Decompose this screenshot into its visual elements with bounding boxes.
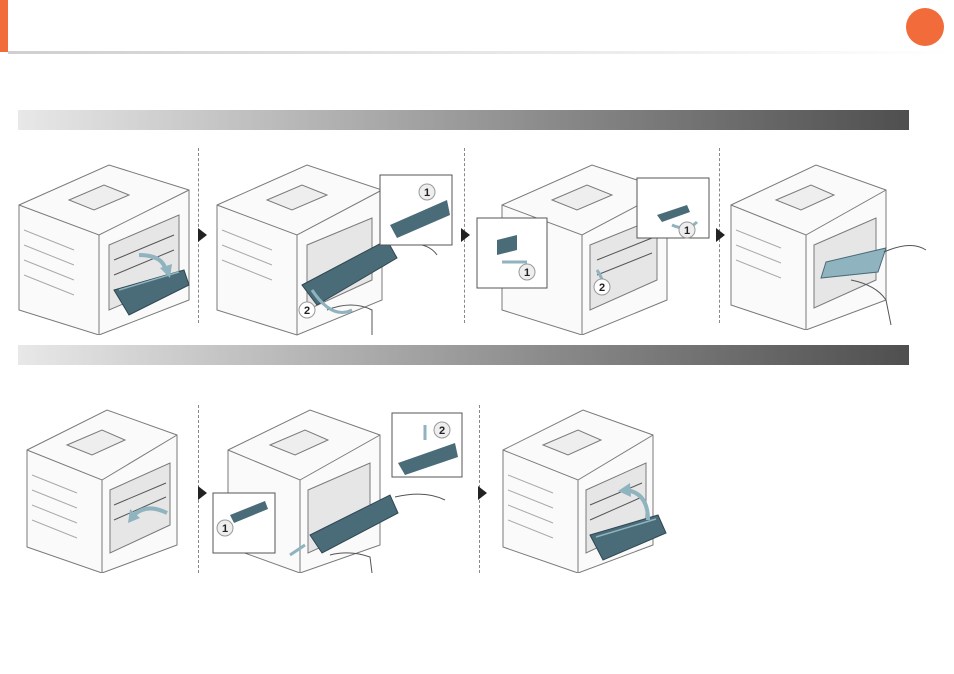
step-illustration-insert-guide xyxy=(22,405,182,573)
callout-number: 1 xyxy=(222,523,228,535)
header-accent-bar xyxy=(0,0,8,52)
printer-release-levers-illustration: 1 1 2 xyxy=(472,160,714,335)
printer-pull-paper-illustration xyxy=(726,160,931,330)
callout-number: 2 xyxy=(304,305,310,317)
callout-number: 1 xyxy=(424,187,430,199)
printer-insert-guide-illustration xyxy=(22,405,182,573)
callout-number: 1 xyxy=(684,225,690,237)
step-illustration-release-levers: 1 1 2 xyxy=(472,160,714,335)
callout-number: 1 xyxy=(524,267,530,279)
step-illustration-close-rear-cover xyxy=(498,405,668,573)
step-illustration-open-rear-cover xyxy=(14,160,194,335)
section-header-bar-2 xyxy=(18,345,909,365)
section-header-bar-1 xyxy=(18,110,909,130)
orange-circle-icon xyxy=(906,8,944,46)
step-illustration-remove-guide: 1 2 xyxy=(212,160,460,345)
printer-attach-guide-illustration: 1 2 xyxy=(210,405,468,573)
step-illustration-pull-paper xyxy=(726,160,931,330)
printer-rear-open-illustration xyxy=(14,160,194,335)
step-illustration-attach-guide: 1 2 xyxy=(210,405,468,573)
triangle-right-icon xyxy=(198,228,207,242)
triangle-right-icon xyxy=(198,486,207,500)
printer-close-rear-cover-illustration xyxy=(498,405,668,573)
callout-number: 2 xyxy=(599,282,605,294)
triangle-right-icon xyxy=(478,486,487,500)
triangle-right-icon xyxy=(461,228,470,242)
triangle-right-icon xyxy=(716,228,725,242)
header-divider xyxy=(8,51,954,54)
printer-remove-guide-illustration: 1 2 xyxy=(212,160,460,345)
callout-number: 2 xyxy=(439,425,445,437)
